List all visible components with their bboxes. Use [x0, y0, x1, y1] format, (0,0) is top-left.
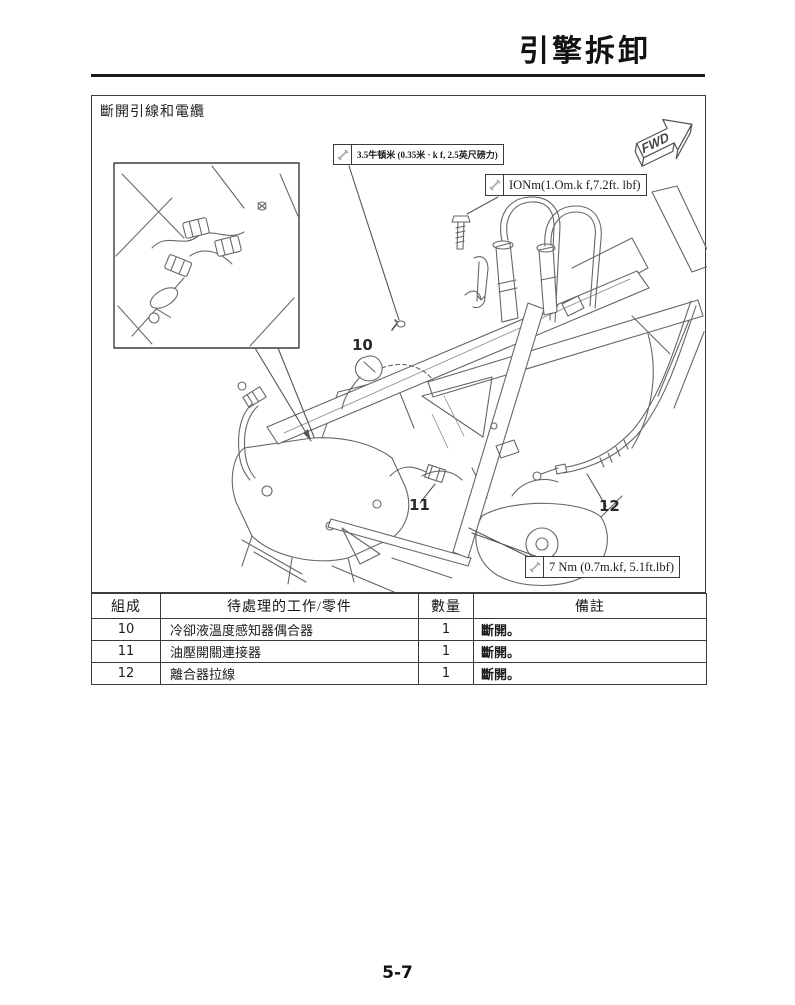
torque-value: 3.5牛頓米 (0.35米 · k f, 2.5英尺磅力) [357, 150, 498, 160]
row-qty: 1 [418, 618, 474, 641]
table-header-row: 組成 待處理的工作/零件 數量 備註 [91, 593, 707, 619]
torque-label-lead-bolt: IONm(1.Om.k f,7.2ft. lbf) [485, 174, 647, 196]
table-row: 11 油壓開關連接器 1 斷開。 [91, 640, 707, 663]
callout-10: 10 [352, 336, 373, 354]
header-remarks: 備註 [473, 593, 707, 619]
header-job-part: 待處理的工作/零件 [160, 593, 419, 619]
wrench-icon [486, 175, 504, 195]
page-number: 5-7 [382, 963, 413, 983]
row-part: 冷卻液溫度感知器偶合器 [160, 618, 419, 641]
header-order: 組成 [91, 593, 161, 619]
row-qty: 1 [418, 662, 474, 685]
row-part: 油壓開關連接器 [160, 640, 419, 663]
callout-11: 11 [409, 496, 430, 514]
torque-value: IONm(1.Om.k f,7.2ft. lbf) [509, 177, 641, 192]
page-title: 引擎拆卸 [519, 34, 651, 69]
wrench-icon [526, 557, 544, 577]
header-qty: 數量 [418, 593, 474, 619]
callout-12: 12 [599, 497, 620, 515]
wrench-icon [334, 145, 352, 164]
row-remark: 斷開。 [473, 618, 707, 641]
figure-box: 斷開引線和電纜 [91, 95, 707, 593]
row-order: 11 [91, 640, 161, 663]
row-remark: 斷開。 [473, 640, 707, 663]
figure-title: 斷開引線和電纜 [100, 105, 205, 120]
parts-table: 組成 待處理的工作/零件 數量 備註 10 冷卻液溫度感知器偶合器 1 斷開。 … [91, 593, 707, 685]
table-row: 10 冷卻液溫度感知器偶合器 1 斷開。 [91, 618, 707, 641]
header-rule [91, 74, 705, 77]
fwd-arrow-icon: FWD [634, 118, 693, 167]
row-order: 12 [91, 662, 161, 685]
torque-label-oil-switch: 7 Nm (0.7m.kf, 5.1ft.lbf) [525, 556, 680, 578]
torque-label-coolant-sensor: 3.5牛頓米 (0.35米 · k f, 2.5英尺磅力) [333, 144, 504, 165]
table-row: 12 離合器拉線 1 斷開。 [91, 662, 707, 685]
torque-value: 7 Nm (0.7m.kf, 5.1ft.lbf) [549, 559, 674, 574]
row-qty: 1 [418, 640, 474, 663]
engine-diagram [113, 162, 707, 593]
row-remark: 斷開。 [473, 662, 707, 685]
row-part: 離合器拉線 [160, 662, 419, 685]
row-order: 10 [91, 618, 161, 641]
